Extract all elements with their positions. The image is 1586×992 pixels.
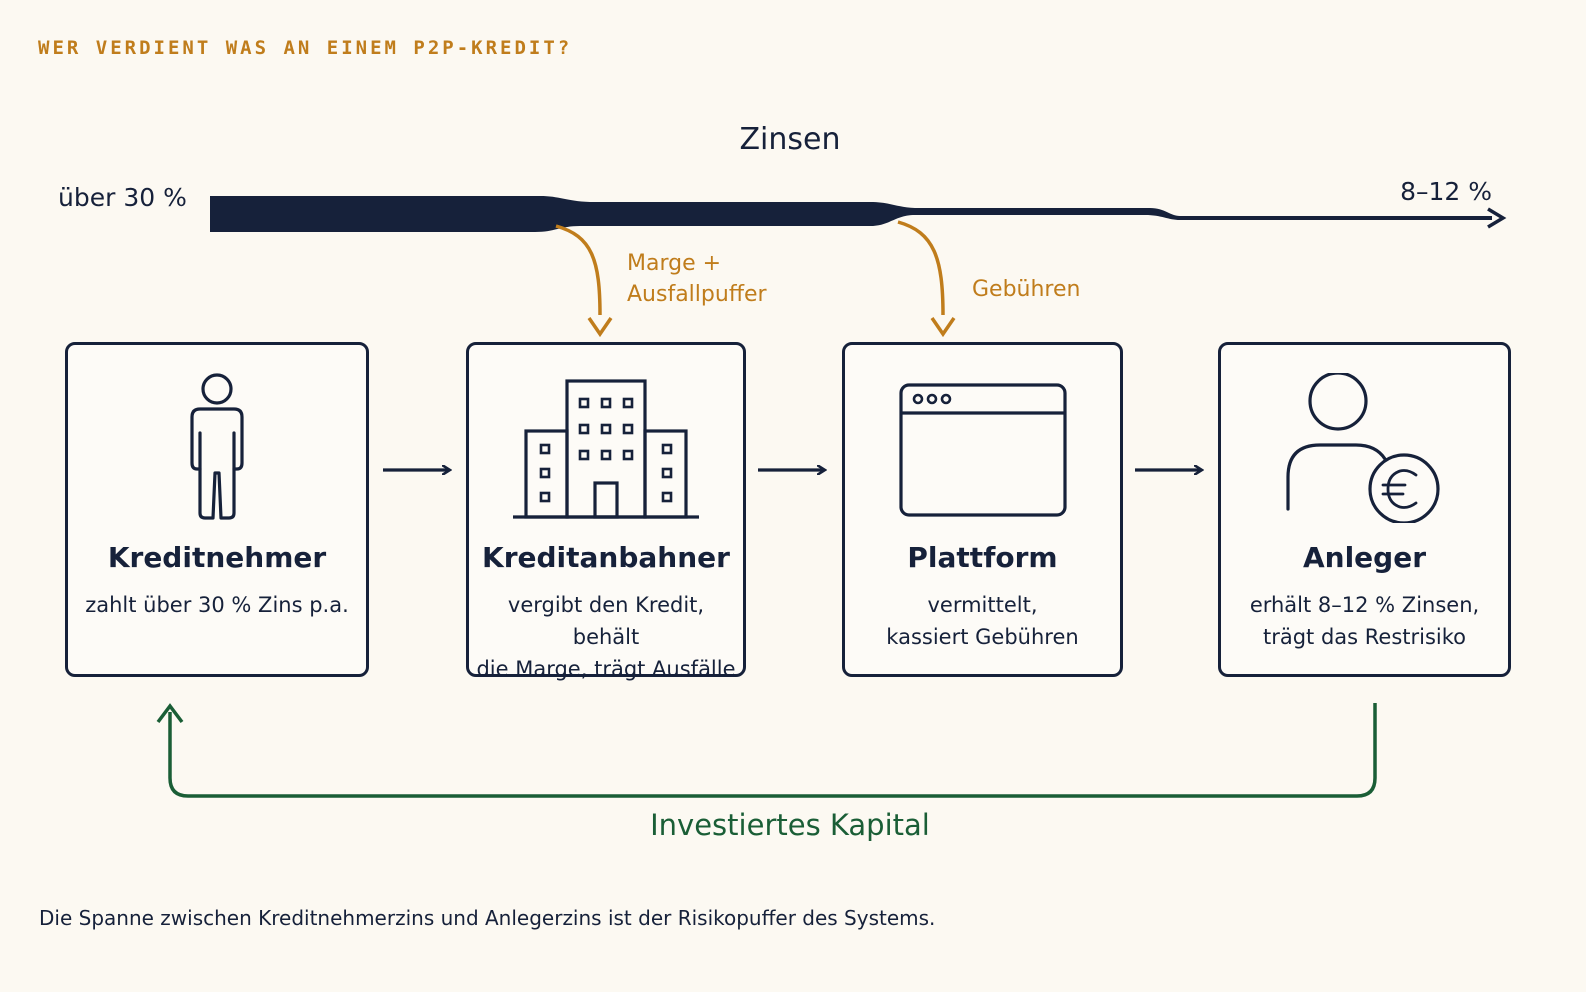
card-description: zahlt über 30 % Zins p.a.	[85, 593, 349, 617]
tap-arrow-gebuehren	[897, 220, 945, 316]
person-icon	[68, 373, 366, 523]
capital-loop-arrow	[168, 703, 1377, 798]
flow-label: Zinsen	[739, 122, 841, 157]
interest-flow-band	[210, 196, 1492, 232]
tap-arrowhead-gebuehren	[930, 317, 956, 338]
tap-label-marge: Marge + Ausfallpuffer	[627, 251, 767, 307]
card-plattform: Plattform vermittelt, kassiert Gebühren	[842, 342, 1123, 677]
footer-note: Die Spanne zwischen Kreditnehmerzins und…	[39, 906, 936, 930]
card-description: vergibt den Kredit, behält die Marge, tr…	[476, 593, 736, 681]
card-kreditnehmer: Kreditnehmer zahlt über 30 % Zins p.a.	[65, 342, 369, 677]
tap-arrow-marge	[555, 224, 602, 316]
page-title: WER VERDIENT WAS AN EINEM P2P-KREDIT?	[38, 37, 573, 59]
capital-loop-label: Investiertes Kapital	[650, 808, 930, 842]
office-building-icon	[469, 373, 743, 523]
card-kreditanbahner: Kreditanbahner vergibt den Kredit, behäl…	[466, 342, 746, 681]
card-description: vermittelt, kassiert Gebühren	[886, 593, 1079, 649]
tap-label-gebuehren: Gebühren	[972, 277, 1081, 302]
card-description: erhält 8–12 % Zinsen, trägt das Restrisi…	[1249, 593, 1480, 649]
card-name: Plattform	[907, 541, 1058, 574]
flow-start-value: über 30 %	[58, 183, 187, 212]
interest-flow-arrowhead	[1487, 207, 1507, 229]
card-name: Kreditnehmer	[107, 541, 327, 574]
flow-end-value: 8–12 %	[1400, 177, 1492, 206]
card-anleger: Anleger erhält 8–12 % Zinsen, trägt das …	[1218, 342, 1511, 677]
browser-window-icon	[845, 373, 1120, 523]
card-name: Anleger	[1302, 541, 1427, 574]
investor-euro-icon	[1221, 373, 1508, 523]
capital-loop-arrowhead	[156, 703, 184, 724]
card-name: Kreditanbahner	[482, 541, 730, 574]
tap-arrowhead-marge	[587, 317, 613, 338]
